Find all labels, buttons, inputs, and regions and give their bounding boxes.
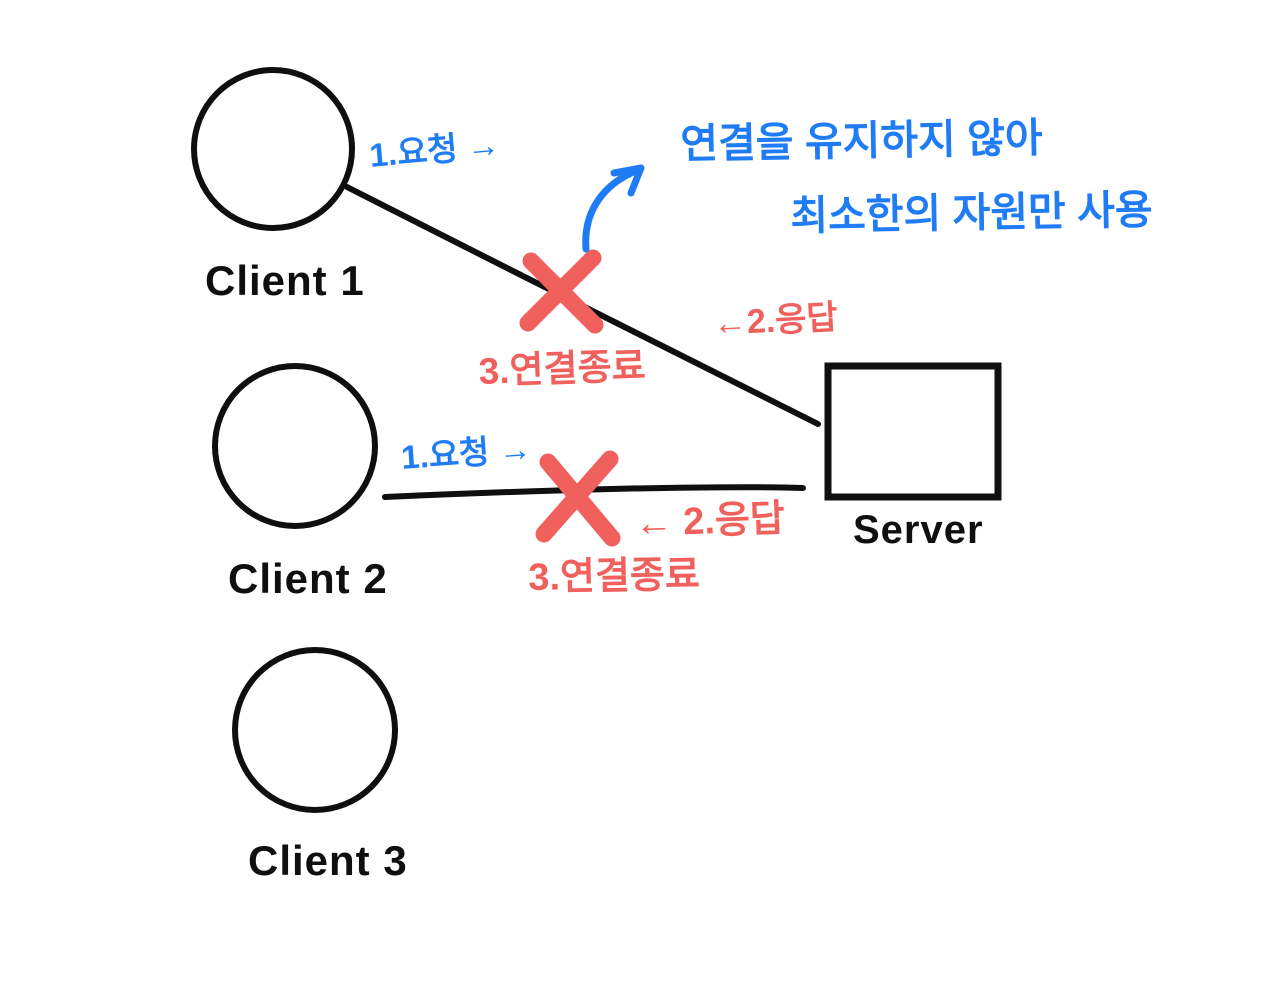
client-2-label: Client 2 (228, 555, 388, 602)
annotation-line-1: 연결을 유지하지 않아 (679, 114, 1043, 167)
annotation-line-2: 최소한의 자원만 사용 (789, 186, 1153, 239)
client-1-label: Client 1 (205, 257, 365, 304)
connection-terminated-x-icon-1 (519, 249, 604, 334)
server-box (824, 362, 1002, 501)
flow1-terminate-label: 3.연결종료 (477, 345, 647, 392)
flow1-response-label: ←2.응답 (711, 298, 839, 343)
client-2-circle (212, 363, 378, 529)
connection-line-client2-server (382, 484, 806, 500)
curved-arrow-icon (582, 164, 645, 253)
flow2-response-label: ← 2.응답 (633, 497, 786, 545)
client-1-circle (191, 67, 355, 231)
connection-terminated-x-icon-2 (535, 450, 621, 547)
flow2-terminate-label: 3.연결종료 (527, 554, 701, 599)
client-3-circle (232, 647, 398, 813)
client-3-label: Client 3 (248, 837, 408, 884)
server-label: Server (853, 508, 984, 552)
